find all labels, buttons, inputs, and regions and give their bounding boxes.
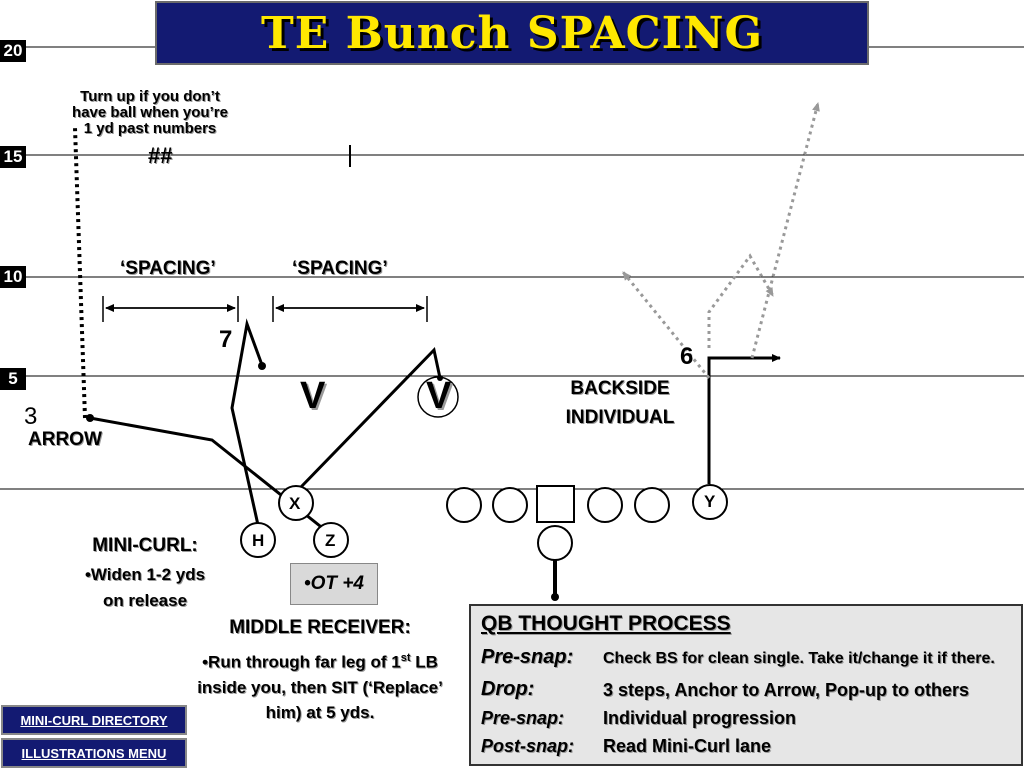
y-option-route-3 [750,102,820,359]
route-number-6: 6 [680,343,694,370]
backside-label: BACKSIDE INDIVIDUAL [565,378,675,428]
hash-mark-label: ## [148,143,173,168]
lineman-rg [587,487,623,523]
y-option-route-1 [621,271,711,379]
lineman-rt [634,487,670,523]
qb-row-2-value: 3 steps, Anchor to Arrow, Pop-up to othe… [603,680,970,700]
h-route-end [258,362,266,370]
turn-up-note: Turn up if you don’t have ball when you’… [72,88,228,137]
route-number-3: 3 [24,403,38,430]
qb-row-3-key: Pre-snap: [481,708,565,728]
spacing-markers [102,296,428,322]
defender-v-left: V [300,375,326,417]
mini-curl-directory-button[interactable]: MINI-CURL DIRECTORY [1,705,187,735]
qb-row-4-value: Read Mini-Curl lane [603,736,772,756]
spacing-label-right: ‘SPACING’ [292,258,388,279]
qb-thought-heading: QB THOUGHT PROCESS [481,612,731,635]
player-z-label: Z [325,531,336,550]
defender-v-right: V [426,375,452,417]
qb-row-1-key: Pre-snap: [481,646,574,668]
spacing-label-left: ‘SPACING’ [120,258,216,279]
x-route [298,346,442,490]
qb-drop-end [551,593,559,601]
player-x-label: X [289,494,301,513]
ot-box: •OT +4 [290,563,378,605]
page-title: TE Bunch SPACING [260,7,764,59]
ot-label: •OT +4 [304,573,364,594]
player-y [692,484,728,520]
quarterback [537,525,573,561]
middle-receiver-heading: MIDDLE RECEIVER: [229,617,411,638]
lineman-lg [492,487,528,523]
arrow-label: ARROW [28,429,102,450]
qb-row-2-key: Drop: [481,678,535,700]
yard-label-5: 5 [0,368,26,390]
illustrations-menu-button[interactable]: ILLUSTRATIONS MENU [1,738,187,768]
mini-curl-note: MINI-CURL: [92,535,198,556]
h-route [230,318,264,526]
player-y-label: Y [704,492,716,511]
arrow-turnup-route [73,127,87,419]
mini-curl-detail: •Widen 1-2 yds on release [84,565,206,610]
center [536,485,575,523]
middle-receiver-detail: •Run through far leg of 1st LB inside yo… [197,652,443,722]
offensive-line [446,485,670,561]
qb-thought-process: QB THOUGHT PROCESS Pre-snap: Check BS fo… [469,604,1023,766]
player-h-label: H [252,531,265,550]
qb-row-4-key: Post-snap: [481,736,575,756]
lineman-lt [446,487,482,523]
player-x [278,485,314,521]
qb-row-3-value: Individual progression [603,708,797,728]
yard-label-15: 15 [0,146,26,168]
qb-row-1-value: Check BS for clean single. Take it/chang… [603,650,995,667]
defender-circle [417,376,459,418]
y-option-route-2 [707,253,775,348]
title-banner: TE Bunch SPACING [155,1,869,65]
player-h [240,522,276,558]
yard-label-10: 10 [0,266,26,288]
player-z [313,522,349,558]
yard-label-20: 20 [0,40,26,62]
y-route [707,354,781,484]
route-number-7: 7 [219,326,233,353]
